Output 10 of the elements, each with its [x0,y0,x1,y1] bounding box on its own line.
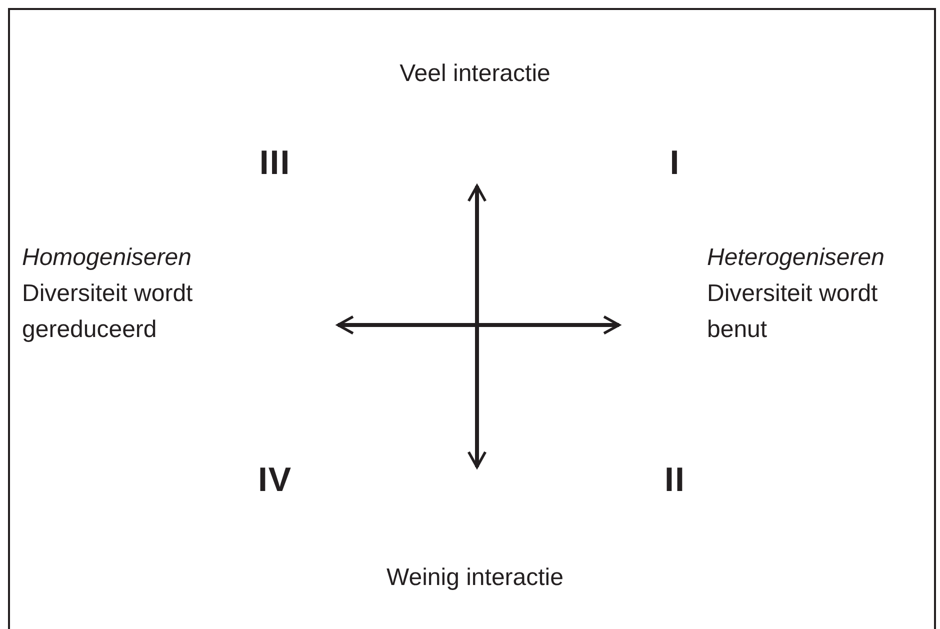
quadrant-number: I [670,145,680,181]
axis-description: Diversiteit wordt gereduceerd [22,279,194,345]
axis-label: Weinig interactie [386,563,564,593]
axis-description: Diversiteit wordt benut [707,279,879,345]
quadrant-number: II [664,462,686,498]
axis-label: Heterogeniseren [707,243,884,273]
quadrant-number: IV [258,462,292,498]
axis-label: Veel interactie [400,59,550,89]
quadrant-number: III [259,145,291,181]
axis-label: Homogeniseren [22,243,192,273]
